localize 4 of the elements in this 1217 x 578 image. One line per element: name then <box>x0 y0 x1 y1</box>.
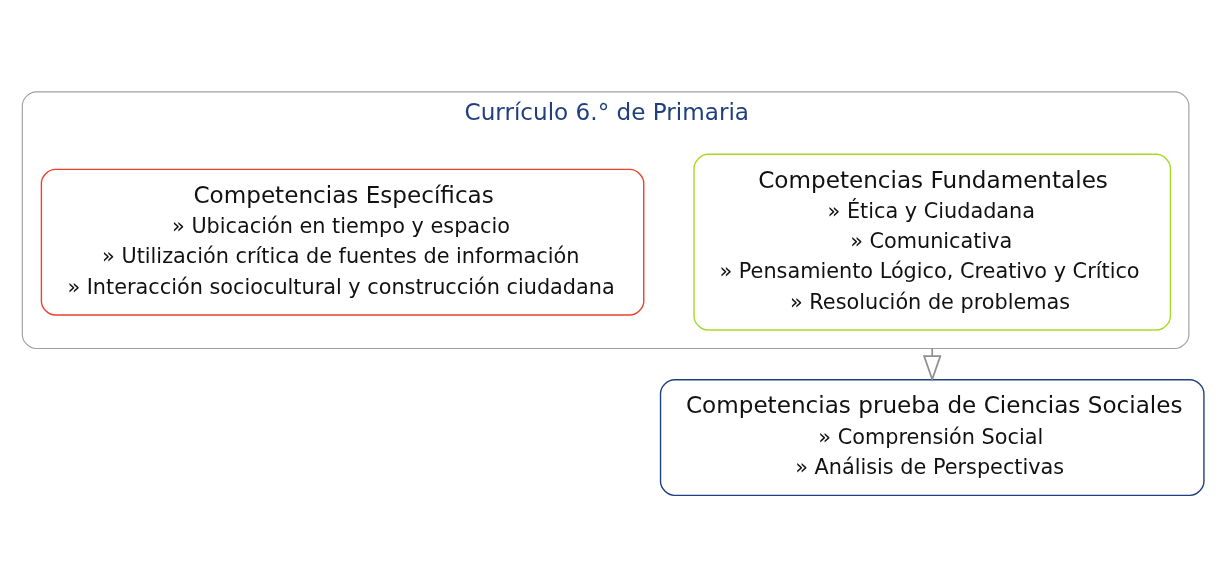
arrow <box>922 347 942 382</box>
node-box: Competencias prueba de Ciencias Sociales » Comprensión Social » Análisis de Perspectivas <box>659 379 1205 497</box>
node-box: Competencias Fundamentales » Ética y Ciudadana » Comunicativa » Pensamiento Lógico, Creativo y Crítico » Resolución de problemas <box>693 153 1172 331</box>
node-box: Competencias Específicas » Ubicación en tiempo y espacio » Utilización crítica de fuentes de información » Interacción sociocultural y construcción ciudadana <box>40 168 645 316</box>
